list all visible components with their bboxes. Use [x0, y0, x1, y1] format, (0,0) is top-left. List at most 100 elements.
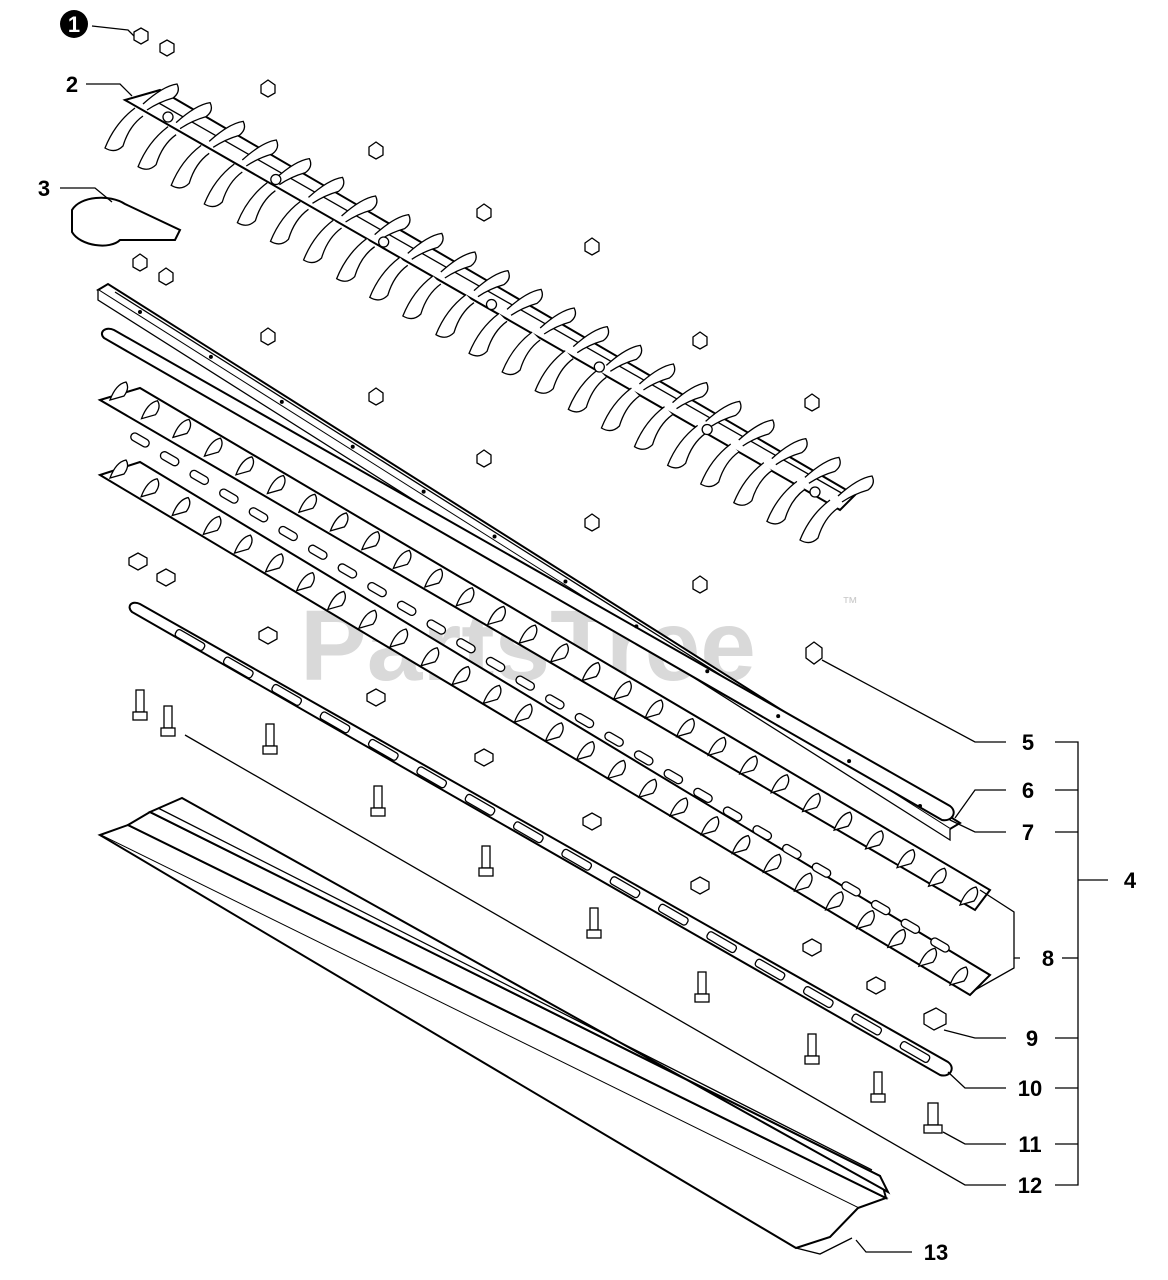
top-bar-hole — [421, 489, 426, 494]
bolt-head — [370, 807, 386, 817]
upper-blade-rivet — [809, 486, 821, 498]
callout-1-badge[interactable] — [60, 10, 88, 38]
upper-blade-tooth — [633, 406, 673, 450]
upper-blade-rivet — [162, 111, 174, 123]
bolt-shank — [807, 1033, 817, 1057]
callout-13[interactable]: 13 — [924, 1240, 948, 1265]
lower-blade-tooth — [329, 512, 349, 532]
lower-blade-tooth — [203, 437, 223, 458]
spacer-slot — [754, 958, 786, 981]
upper-blade-rivet — [378, 236, 390, 248]
callout-3[interactable]: 3 — [38, 176, 50, 201]
callout-10[interactable]: 10 — [1018, 1076, 1042, 1101]
lower-blade-tooth — [886, 928, 907, 949]
upper-blade-tooth — [203, 163, 243, 208]
lower-blade-tooth — [917, 947, 938, 968]
bolt-head — [870, 1093, 886, 1103]
lower-blade-tooth — [482, 684, 502, 705]
bolt-head — [160, 727, 176, 737]
upper-blade-tooth — [605, 344, 643, 372]
lower-blade-tooth — [264, 553, 284, 573]
upper-blade-tooth — [766, 480, 806, 525]
lower-blade-slot — [574, 712, 595, 729]
block — [866, 976, 886, 995]
callout-12[interactable]: 12 — [1018, 1173, 1042, 1198]
spacer-slot — [464, 793, 496, 816]
part-7-strip[interactable] — [100, 327, 955, 822]
lower-blade-tooth — [171, 418, 192, 439]
spacer-slot — [706, 931, 738, 954]
bolt-head — [694, 993, 710, 1003]
lower-blade-slot — [159, 451, 180, 467]
nut — [260, 79, 276, 98]
bolt-shank — [589, 907, 599, 931]
lower-blade-tooth — [606, 759, 627, 780]
part-13-guard[interactable] — [97, 796, 891, 1255]
lower-blade-tooth — [675, 717, 695, 738]
lower-blade-tooth — [770, 774, 790, 794]
nut — [476, 449, 492, 468]
upper-blade-tooth — [104, 107, 144, 152]
nut — [158, 267, 174, 286]
upper-blade-tooth — [341, 195, 378, 223]
callout-6[interactable]: 6 — [1022, 778, 1034, 803]
upper-blade-tooth — [672, 381, 709, 410]
callout-11[interactable]: 11 — [1018, 1132, 1041, 1157]
upper-blade-tooth — [170, 144, 210, 189]
part-1-nuts[interactable] — [133, 27, 175, 57]
watermark-trademark: ™ — [842, 595, 858, 612]
callout-7[interactable]: 7 — [1022, 820, 1034, 845]
upper-blade-tooth — [771, 437, 808, 466]
spacer-slot — [416, 766, 448, 789]
upper-blade-tooth — [539, 307, 577, 335]
nut — [260, 327, 276, 346]
lower-blade-slot — [604, 731, 624, 747]
spacer-slot — [657, 903, 689, 926]
top-bar-hole — [776, 714, 781, 719]
lower-blade-tooth — [295, 571, 315, 592]
lower-blade-slot — [337, 563, 358, 579]
lower-blade-slot — [396, 600, 417, 616]
callout-5[interactable]: 5 — [1022, 730, 1034, 755]
part-9-block[interactable] — [923, 1007, 947, 1031]
part-8-lower-blade[interactable] — [97, 386, 992, 997]
lower-blade-tooth — [233, 534, 253, 555]
callout-4[interactable]: 4 — [1124, 868, 1137, 893]
lower-blade-tooth — [731, 834, 751, 855]
lower-blade-tooth — [140, 478, 160, 498]
block — [156, 568, 176, 587]
lower-blade-slot — [811, 862, 832, 878]
upper-blade-tooth — [142, 83, 179, 111]
lower-blade-slot — [633, 750, 654, 766]
callout-9[interactable]: 9 — [1026, 1026, 1038, 1051]
upper-blade-tooth — [407, 232, 444, 260]
blocks — [128, 552, 886, 995]
upper-blade-tooth — [738, 419, 775, 447]
callout-8[interactable]: 8 — [1042, 946, 1054, 971]
lower-blade-tooth — [326, 590, 347, 611]
bolts — [132, 689, 886, 1103]
spacer-slot — [609, 876, 641, 899]
bolt-head — [478, 867, 494, 877]
bolt-head — [586, 929, 602, 939]
upper-blade-tooth — [638, 363, 676, 391]
lower-blade-tooth — [360, 530, 381, 551]
spacer-slot — [512, 821, 544, 844]
lower-blade-slot — [307, 544, 328, 560]
upper-blade-tooth — [241, 139, 279, 167]
lower-blade-tooth — [549, 643, 569, 663]
part-5-nut[interactable] — [805, 641, 823, 665]
lower-blade-tooth — [581, 661, 601, 682]
leader-lines — [60, 25, 1108, 1253]
callout-2[interactable]: 2 — [66, 72, 78, 97]
lower-blade-slot — [456, 638, 476, 654]
block — [258, 626, 278, 645]
part-3-clip[interactable] — [71, 196, 182, 247]
part-11-bolts[interactable] — [923, 1102, 943, 1134]
lower-blade-tooth — [392, 549, 412, 570]
callout-1[interactable]: 1 — [68, 12, 80, 37]
lower-blade-tooth — [801, 792, 821, 813]
lower-blade-tooth — [637, 778, 658, 799]
block — [690, 876, 710, 895]
